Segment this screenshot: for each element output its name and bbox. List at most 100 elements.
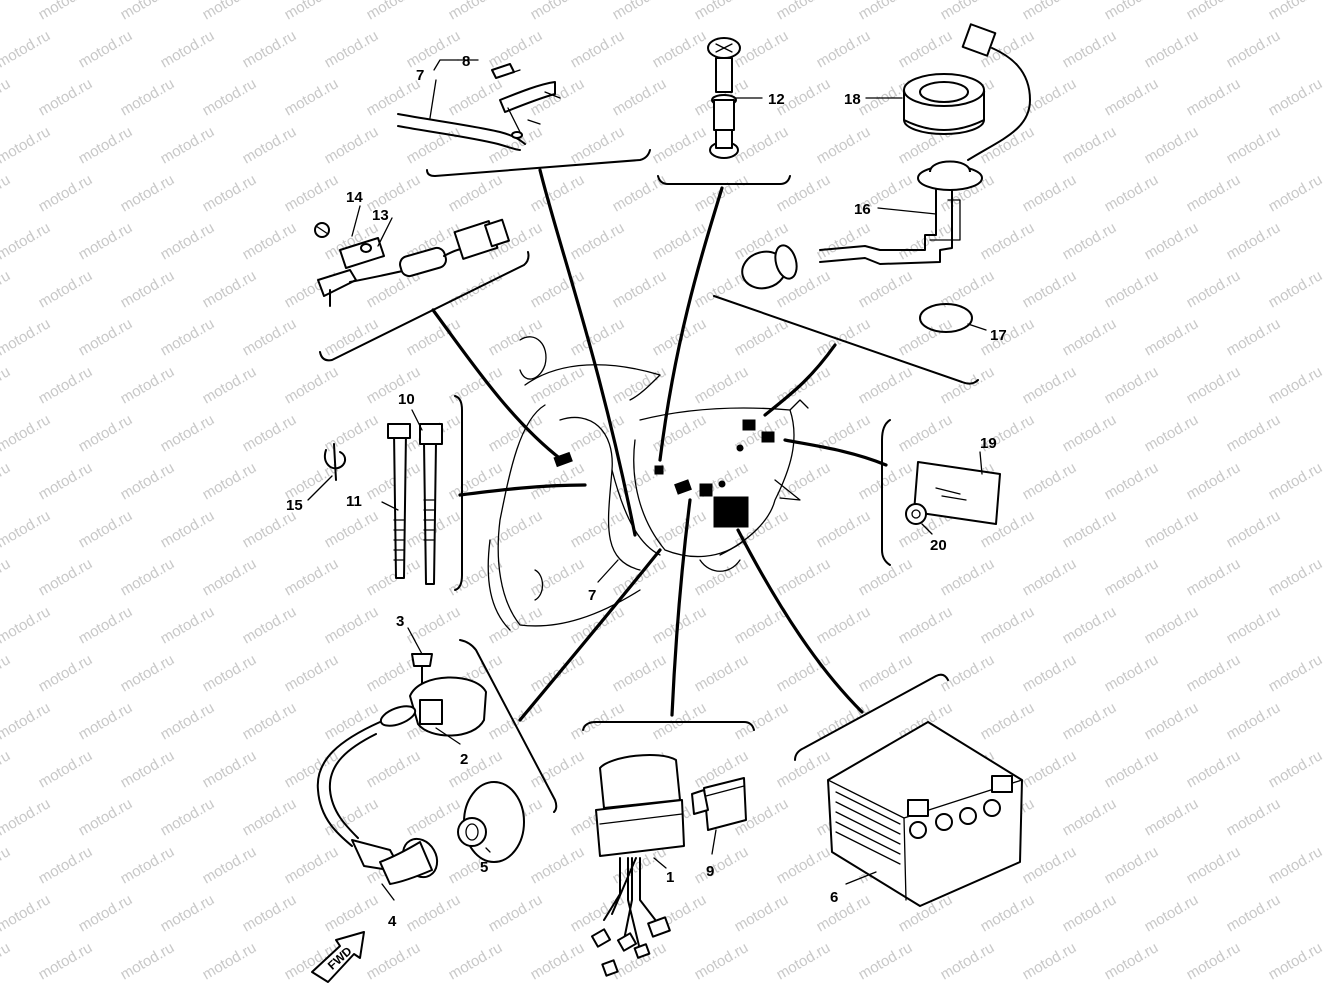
watermark-text: motod.ru (76, 891, 136, 935)
relay-part (691, 777, 747, 831)
watermark-text: motod.ru (1142, 795, 1202, 839)
watermark-text: motod.ru (118, 651, 178, 695)
scooter-connectors (553, 419, 775, 528)
watermark-text: motod.ru (118, 75, 178, 119)
watermark-text: motod.ru (528, 939, 588, 983)
watermark-text: motod.ru (1224, 795, 1284, 839)
watermark-text: motod.ru (36, 267, 96, 311)
watermark-text: motod.ru (0, 699, 53, 743)
watermark-text: motod.ru (118, 363, 178, 407)
clip-part (324, 443, 346, 481)
watermark-text: motod.ru (610, 75, 670, 119)
watermark-text: motod.ru (814, 315, 874, 359)
watermark-text: motod.ru (1060, 315, 1120, 359)
watermark-text: motod.ru (814, 219, 874, 263)
watermark-text: motod.ru (1266, 267, 1325, 311)
watermark-text: motod.ru (200, 0, 260, 23)
watermark-text: motod.ru (76, 315, 136, 359)
watermark-text: motod.ru (322, 411, 382, 455)
watermark-text: motod.ru (610, 0, 670, 23)
ignition-coil-part (379, 653, 487, 737)
watermark-text: motod.ru (322, 507, 382, 551)
watermark-text: motod.ru (1060, 27, 1120, 71)
watermark-text: motod.ru (200, 171, 260, 215)
watermark-text: motod.ru (528, 0, 588, 23)
watermark-text: motod.ru (0, 891, 53, 935)
watermark-text: motod.ru (200, 363, 260, 407)
watermark-text: motod.ru (0, 747, 13, 791)
watermark-text: motod.ru (240, 891, 300, 935)
watermark-text: motod.ru (1102, 555, 1162, 599)
watermark-text: motod.ru (282, 363, 342, 407)
watermark-text: motod.ru (1020, 939, 1080, 983)
watermark-text: motod.ru (568, 315, 628, 359)
watermark-text: motod.ru (610, 267, 670, 311)
watermark-text: motod.ru (0, 171, 13, 215)
watermark-text: motod.ru (692, 0, 752, 23)
callout-3: 3 (396, 613, 404, 630)
watermark-text: motod.ru (282, 75, 342, 119)
watermark-text: motod.ru (36, 363, 96, 407)
watermark-text: motod.ru (774, 939, 834, 983)
watermark-text: motod.ru (240, 315, 300, 359)
watermark-text: motod.ru (692, 651, 752, 695)
watermark-text: motod.ru (158, 795, 218, 839)
reflector-part (905, 461, 1001, 525)
spark-plug-cap-part (316, 721, 439, 885)
watermark-text: motod.ru (1266, 0, 1325, 23)
watermark-text: motod.ru (200, 267, 260, 311)
watermark-text: motod.ru (1224, 507, 1284, 551)
watermark-text: motod.ru (1266, 747, 1325, 791)
watermark-text: motod.ru (1224, 699, 1284, 743)
callout-7-top: 7 (416, 67, 424, 84)
watermark-text: motod.ru (158, 411, 218, 455)
callout-5: 5 (480, 859, 488, 876)
leader-lines (431, 168, 888, 722)
watermark-text: motod.ru (938, 939, 998, 983)
callout-7-center: 7 (588, 587, 596, 604)
watermark-text: motod.ru (158, 219, 218, 263)
watermark-text: motod.ru (1266, 171, 1325, 215)
watermark-text: motod.ru (118, 747, 178, 791)
watermark-text: motod.ru (1020, 843, 1080, 887)
watermark-text: motod.ru (200, 747, 260, 791)
watermark-text: motod.ru (364, 0, 424, 23)
watermark-text: motod.ru (1020, 459, 1080, 503)
watermark-text: motod.ru (978, 219, 1038, 263)
watermark-text: motod.ru (938, 0, 998, 23)
watermark-text: motod.ru (1102, 939, 1162, 983)
watermark-text: motod.ru (938, 363, 998, 407)
watermark-text: motod.ru (36, 555, 96, 599)
watermark-text: motod.ru (692, 363, 752, 407)
watermark-text: motod.ru (1142, 699, 1202, 743)
watermark-text: motod.ru (774, 0, 834, 23)
watermark-text: motod.ru (282, 555, 342, 599)
callout-2: 2 (460, 751, 468, 768)
watermark-text: motod.ru (814, 27, 874, 71)
watermark-text: motod.ru (322, 891, 382, 935)
watermark-text: motod.ru (896, 27, 956, 71)
watermark-text: motod.ru (1142, 891, 1202, 935)
watermark-text: motod.ru (240, 123, 300, 167)
cdi-unit-part (590, 754, 685, 977)
callout-labels: 1 2 3 4 5 6 7 7 8 9 10 11 12 13 14 15 16… (286, 53, 1007, 930)
watermark-text: motod.ru (1020, 267, 1080, 311)
watermark-text: motod.ru (978, 699, 1038, 743)
callout-20: 20 (930, 537, 947, 554)
watermark-text: motod.ru (364, 75, 424, 119)
watermark-text: motod.ru (774, 747, 834, 791)
watermark-text: motod.ru (0, 507, 53, 551)
watermark-text: motod.ru (240, 411, 300, 455)
watermark-text: motod.ru (446, 171, 506, 215)
watermark-text: motod.ru (36, 843, 96, 887)
watermark-text: motod.ru (856, 363, 916, 407)
watermark-text: motod.ru (1060, 795, 1120, 839)
watermark-text: motod.ru (322, 603, 382, 647)
watermark-text: motod.ru (528, 171, 588, 215)
callout-16: 16 (854, 201, 871, 218)
watermark-text: motod.ru (1184, 75, 1244, 119)
watermark-text: motod.ru (200, 75, 260, 119)
callout-11: 11 (346, 493, 362, 510)
watermark-text: motod.ru (240, 699, 300, 743)
watermark-text: motod.ru (1184, 939, 1244, 983)
